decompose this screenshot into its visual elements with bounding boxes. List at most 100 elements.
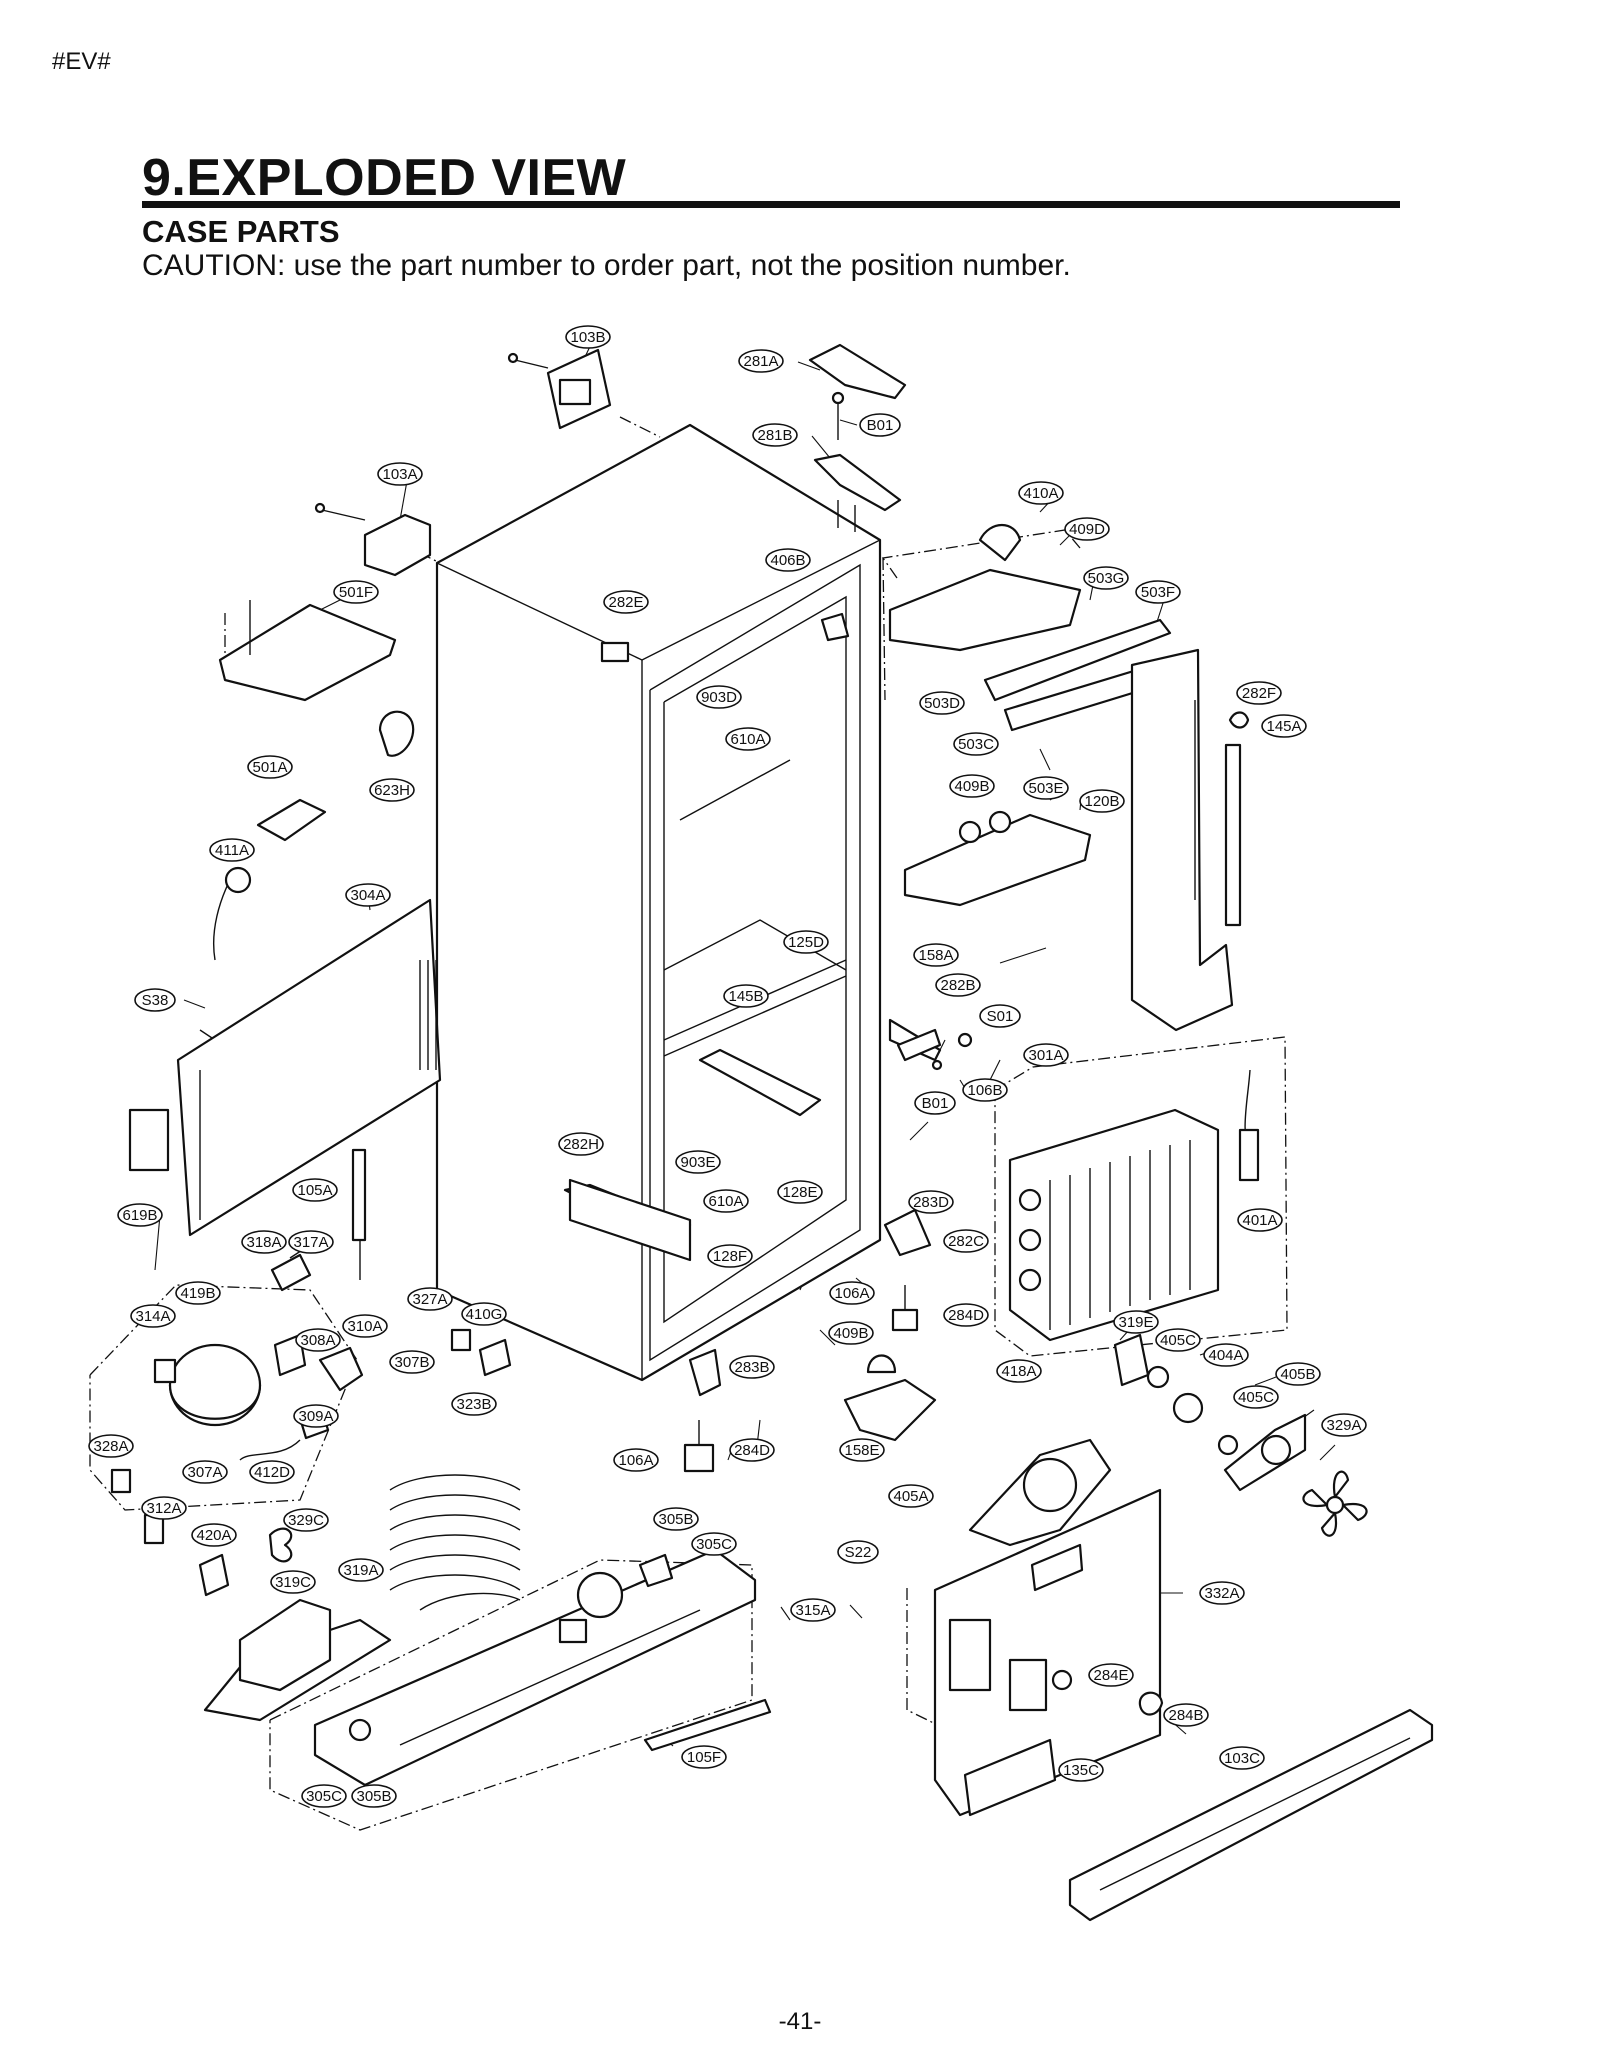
callout: 284E — [1088, 1663, 1134, 1687]
callout: 282E — [603, 590, 649, 614]
svg-text:409B: 409B — [954, 778, 989, 795]
callout: S22 — [837, 1540, 879, 1564]
svg-text:282E: 282E — [608, 594, 643, 611]
svg-text:329A: 329A — [1326, 1417, 1361, 1434]
callout: 903E — [675, 1150, 721, 1174]
svg-text:105F: 105F — [687, 1749, 721, 1766]
callout: 317A — [288, 1230, 334, 1254]
svg-text:283B: 283B — [734, 1359, 769, 1376]
document-code: #EV# — [52, 48, 111, 75]
callout: 307A — [182, 1460, 228, 1484]
svg-text:410A: 410A — [1023, 485, 1058, 502]
svg-text:410G: 410G — [466, 1306, 503, 1323]
callout: 309A — [293, 1404, 339, 1428]
svg-text:284B: 284B — [1168, 1707, 1203, 1724]
callout: 418A — [996, 1359, 1042, 1383]
svg-text:419B: 419B — [180, 1285, 215, 1302]
callout: 501F — [333, 580, 379, 604]
svg-text:282B: 282B — [940, 977, 975, 994]
callout: 304A — [345, 883, 391, 907]
callout: 409D — [1064, 517, 1110, 541]
callout: 284D — [943, 1303, 989, 1327]
svg-text:332A: 332A — [1204, 1585, 1239, 1602]
svg-text:420A: 420A — [196, 1527, 231, 1544]
svg-text:135C: 135C — [1063, 1762, 1099, 1779]
callout: 105A — [292, 1178, 338, 1202]
assembly-outlines — [89, 416, 1288, 1831]
svg-text:314A: 314A — [135, 1308, 170, 1325]
svg-text:903E: 903E — [680, 1154, 715, 1171]
left-side-parts — [128, 600, 442, 1292]
callout: 307B — [389, 1350, 435, 1374]
svg-text:418A: 418A — [1001, 1363, 1036, 1380]
svg-text:405C: 405C — [1160, 1332, 1196, 1349]
callout: 328A — [88, 1434, 134, 1458]
svg-text:103A: 103A — [382, 466, 417, 483]
svg-text:B01: B01 — [867, 417, 894, 434]
callout: 282C — [943, 1229, 989, 1253]
callout: 503G — [1083, 566, 1129, 590]
svg-text:S38: S38 — [142, 992, 169, 1009]
svg-text:305C: 305C — [696, 1536, 732, 1553]
svg-text:304A: 304A — [350, 887, 385, 904]
svg-text:406B: 406B — [770, 552, 805, 569]
svg-text:106A: 106A — [834, 1285, 869, 1302]
evaporator — [1008, 1108, 1220, 1342]
callout: 284B — [1163, 1703, 1209, 1727]
svg-text:610A: 610A — [708, 1193, 743, 1210]
svg-text:281A: 281A — [743, 353, 778, 370]
svg-text:145A: 145A — [1266, 718, 1301, 735]
callout: 327A — [407, 1287, 453, 1311]
callout: 135C — [1058, 1758, 1104, 1782]
callout: 125D — [783, 930, 829, 954]
svg-text:128F: 128F — [713, 1248, 747, 1265]
svg-text:125D: 125D — [788, 934, 824, 951]
fan-blade — [1302, 1470, 1368, 1537]
right-side-parts — [888, 524, 1434, 1922]
svg-text:305B: 305B — [658, 1511, 693, 1528]
svg-text:329C: 329C — [288, 1512, 324, 1529]
svg-text:309A: 309A — [298, 1408, 333, 1425]
callout: 412D — [249, 1460, 295, 1484]
svg-text:317A: 317A — [293, 1234, 328, 1251]
svg-text:501F: 501F — [339, 584, 373, 601]
svg-text:105A: 105A — [297, 1182, 332, 1199]
callout: 284D — [729, 1438, 775, 1462]
svg-text:282C: 282C — [948, 1233, 984, 1250]
callout: 315A — [790, 1598, 836, 1622]
callout: B01 — [914, 1091, 956, 1115]
svg-text:120B: 120B — [1084, 793, 1119, 810]
callout: 106B — [962, 1078, 1008, 1102]
section-title: 9.EXPLODED VIEW — [142, 149, 627, 207]
callout: 610A — [703, 1189, 749, 1213]
svg-text:145B: 145B — [728, 988, 763, 1005]
callout: 128E — [777, 1180, 823, 1204]
svg-text:305B: 305B — [356, 1788, 391, 1805]
callout: 145A — [1261, 714, 1307, 738]
callout: 281A — [738, 349, 784, 373]
svg-text:307B: 307B — [394, 1354, 429, 1371]
svg-text:610A: 610A — [730, 731, 765, 748]
callout: 305B — [351, 1784, 397, 1808]
callout: 405A — [888, 1484, 934, 1508]
callout: 145B — [723, 984, 769, 1008]
callout: S01 — [979, 1004, 1021, 1028]
svg-text:310A: 310A — [347, 1318, 382, 1335]
callout: S38 — [134, 988, 176, 1012]
callout: 283B — [729, 1355, 775, 1379]
svg-text:619B: 619B — [122, 1207, 157, 1224]
svg-text:405A: 405A — [893, 1488, 928, 1505]
callout: 323B — [451, 1392, 497, 1416]
callout: 281B — [752, 423, 798, 447]
svg-text:106A: 106A — [618, 1452, 653, 1469]
svg-text:412D: 412D — [254, 1464, 290, 1481]
svg-text:318A: 318A — [246, 1234, 281, 1251]
callout: 319E — [1113, 1310, 1159, 1334]
callout: 106A — [829, 1281, 875, 1305]
svg-text:319C: 319C — [275, 1574, 311, 1591]
svg-text:404A: 404A — [1208, 1347, 1243, 1364]
svg-text:501A: 501A — [252, 759, 287, 776]
callout: 282B — [935, 973, 981, 997]
callout: 120B — [1079, 789, 1125, 813]
